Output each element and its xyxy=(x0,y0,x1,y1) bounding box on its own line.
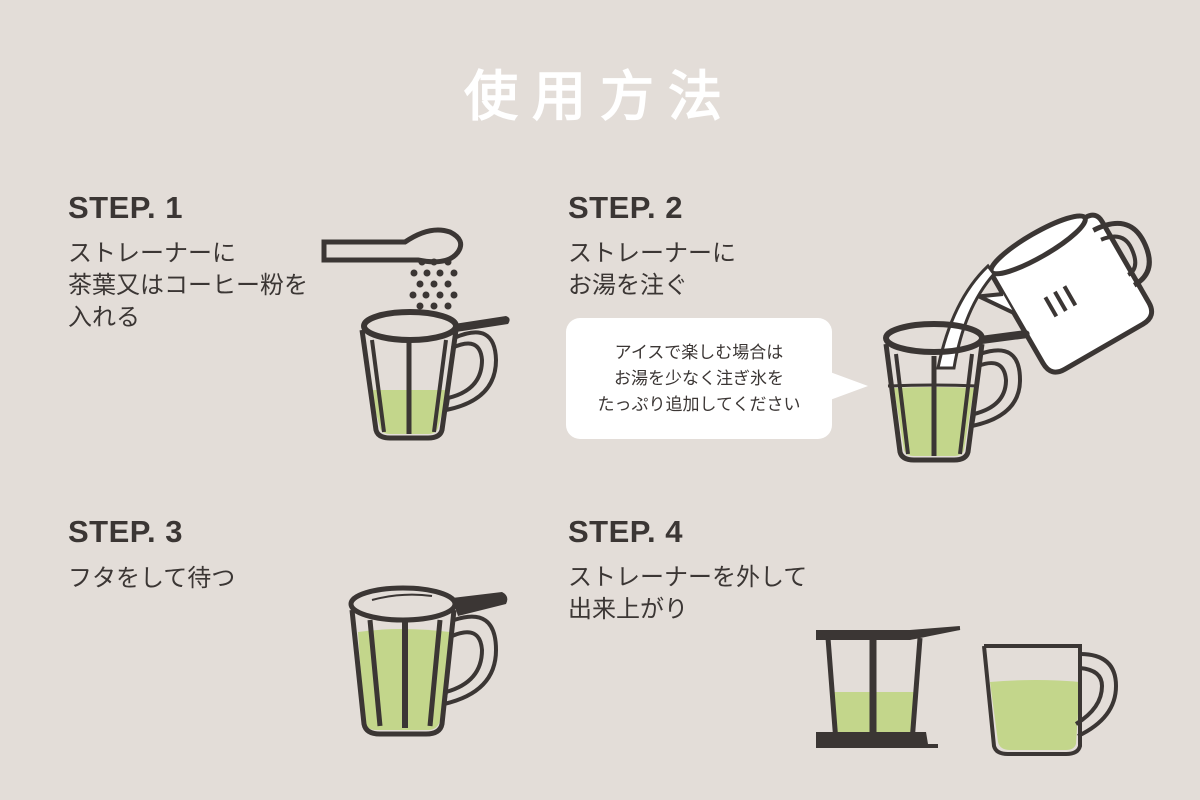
mug-icon xyxy=(883,321,1030,463)
step-1-description: ストレーナーに 茶葉又はコーヒー粉を 入れる xyxy=(68,239,308,331)
strainer-icon xyxy=(816,626,961,748)
powder-dots-icon xyxy=(409,258,458,310)
lidded-mug-illustration xyxy=(348,585,508,737)
bubble-tail xyxy=(830,372,868,400)
water-stream-icon xyxy=(936,263,996,370)
page-title: 使用方法 xyxy=(464,65,736,128)
mug-icon xyxy=(359,309,510,441)
ice-tip-bubble: アイスで楽しむ場合は お湯を少なく注ぎ氷を たっぷり追加してください xyxy=(566,318,832,439)
strainer-and-mug-illustration xyxy=(816,626,1119,756)
step-4-label: STEP. 4 xyxy=(568,514,683,549)
step-4-description: ストレーナーを外して 出来上がり xyxy=(568,563,808,623)
finished-mug-icon xyxy=(982,644,1119,756)
kettle-strainer-mug-illustration xyxy=(883,212,1155,463)
step-2-label: STEP. 2 xyxy=(568,190,683,225)
step-1-label: STEP. 1 xyxy=(68,190,183,225)
step-3-description: フタをして待つ xyxy=(68,564,236,592)
kettle-icon xyxy=(971,212,1155,375)
lidded-mug-icon xyxy=(348,585,508,737)
step-2-description: ストレーナーに お湯を注ぐ xyxy=(568,239,736,299)
spoon-strainer-mug-illustration xyxy=(321,227,510,441)
spoon-icon xyxy=(321,227,464,265)
step-3-label: STEP. 3 xyxy=(68,514,183,549)
